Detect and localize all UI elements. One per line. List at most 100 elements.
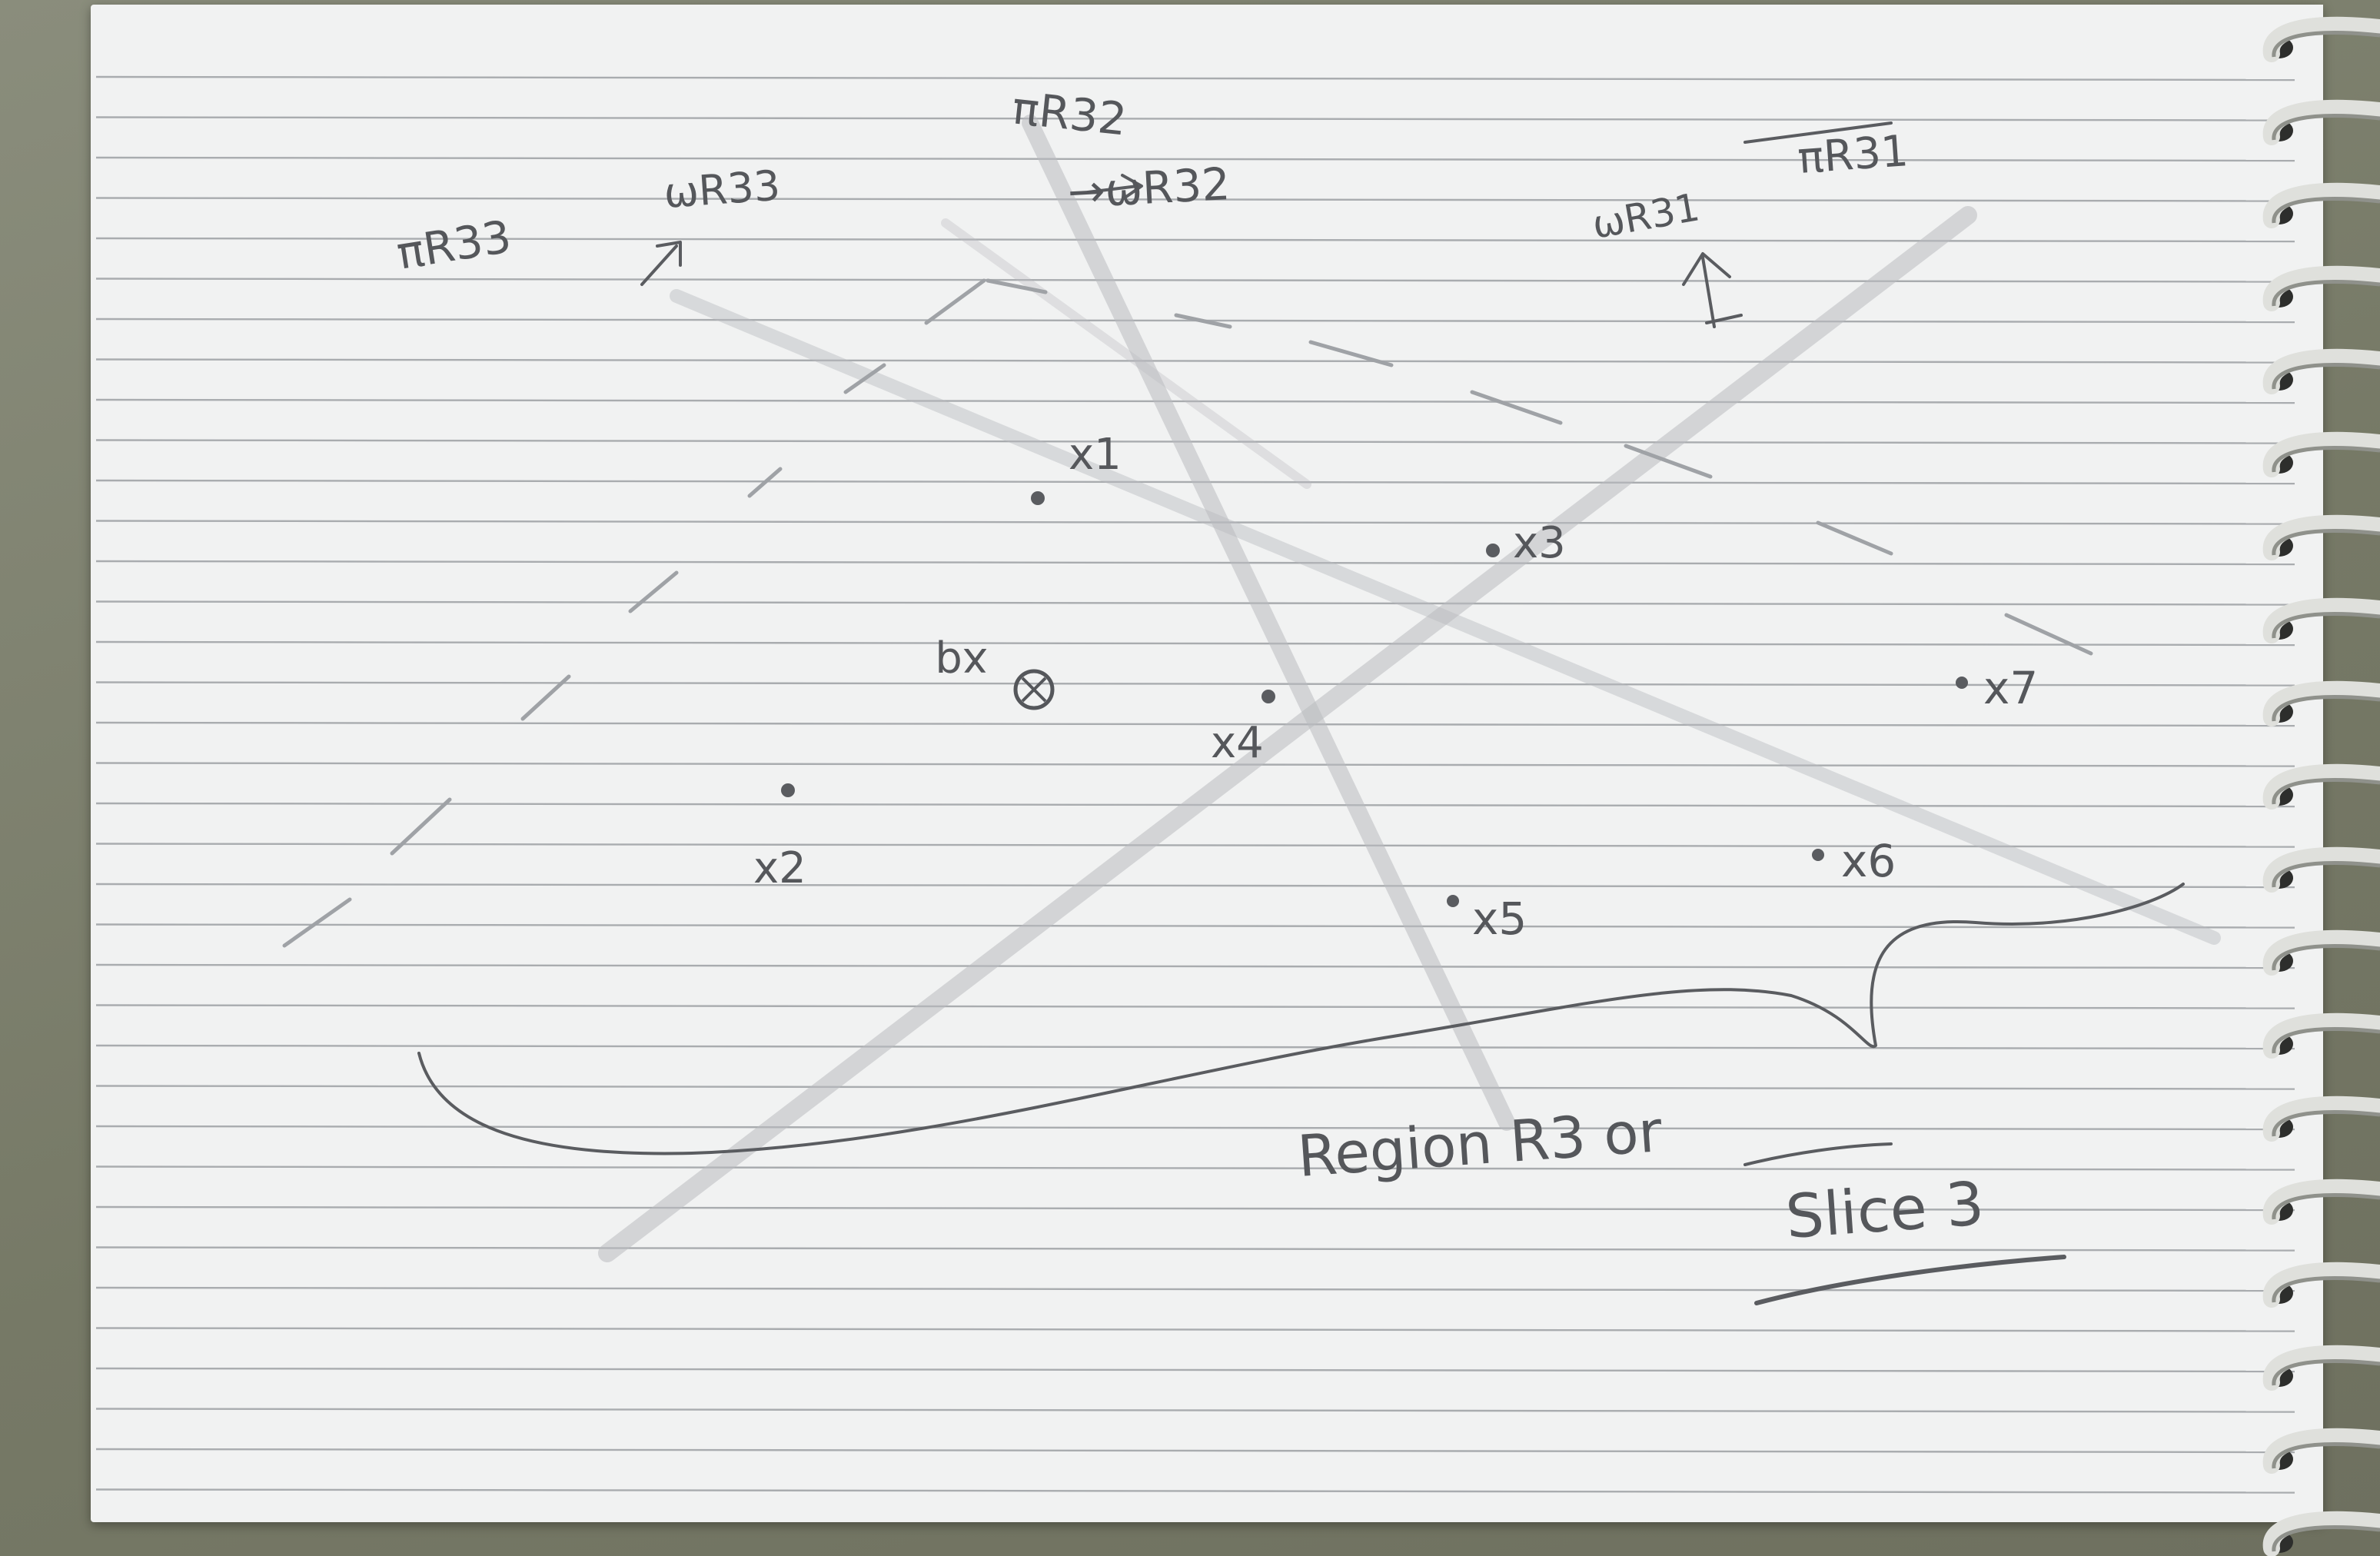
circled-x-icon bbox=[1013, 669, 1055, 710]
dash-segment bbox=[520, 674, 571, 721]
spiral-coil bbox=[2262, 597, 2380, 643]
point-marker-x6 bbox=[1812, 849, 1824, 861]
arrow-icon-wr33 bbox=[640, 241, 682, 286]
ruled-line bbox=[95, 721, 2295, 727]
spiral-coil bbox=[2262, 1179, 2380, 1225]
ruled-line bbox=[95, 156, 2295, 162]
point-label-x3: x3 bbox=[1513, 518, 1566, 568]
point-label-x1: x1 bbox=[1069, 430, 1122, 480]
ruled-line bbox=[95, 681, 2295, 687]
label-w-r33: ωR33 bbox=[663, 161, 782, 218]
spiral-coil bbox=[2262, 1262, 2380, 1308]
point-label-x2: x2 bbox=[753, 843, 806, 893]
ruled-line bbox=[95, 923, 2295, 929]
ruled-line bbox=[95, 1286, 2295, 1292]
spiral-coil bbox=[2262, 1511, 2380, 1556]
pi-r31-overline bbox=[1743, 121, 1893, 144]
ruled-lines bbox=[95, 75, 2295, 1494]
label-w-r32: →ωR32 bbox=[1066, 158, 1232, 218]
dash-segment bbox=[282, 897, 352, 948]
spiral-coil bbox=[2262, 99, 2380, 145]
spiral-coil bbox=[2262, 514, 2380, 560]
ruled-line bbox=[95, 1246, 2295, 1252]
dash-segment bbox=[1470, 390, 1563, 425]
ruled-line bbox=[95, 1367, 2295, 1373]
ruled-line bbox=[95, 520, 2295, 525]
dash-segment bbox=[390, 797, 452, 856]
spiral-coil bbox=[2262, 1428, 2380, 1474]
label-w-r31: ωR31 bbox=[1589, 185, 1703, 247]
point-marker-x7 bbox=[1956, 677, 1968, 689]
ruled-line bbox=[95, 1205, 2295, 1212]
dash-segment bbox=[986, 278, 1048, 294]
region-boundary-curve bbox=[417, 883, 2185, 1155]
spiral-coil bbox=[2262, 182, 2380, 228]
spiral-coil bbox=[2262, 1345, 2380, 1391]
label-pi-r33: πR33 bbox=[394, 210, 515, 279]
ruled-line bbox=[95, 1085, 2295, 1090]
ruled-line bbox=[95, 439, 2295, 444]
spiral-coil bbox=[2262, 680, 2380, 726]
point-marker-x4 bbox=[1261, 690, 1275, 703]
dash-segment bbox=[628, 570, 679, 613]
spiral-coil bbox=[2262, 846, 2380, 893]
graphite-lines bbox=[598, 115, 2221, 1262]
ruled-line bbox=[95, 398, 2295, 404]
dash-segment bbox=[924, 278, 986, 325]
arrow-icon-wr32 bbox=[1086, 174, 1143, 200]
pencil-wedge bbox=[941, 218, 1311, 489]
caption-underline bbox=[1754, 1255, 2066, 1305]
ruled-line bbox=[95, 600, 2295, 606]
ruled-line bbox=[95, 1044, 2295, 1050]
point-marker-x5 bbox=[1447, 895, 1459, 907]
point-label-x6: x6 bbox=[1841, 835, 1896, 887]
ruled-line bbox=[95, 762, 2295, 767]
caption-line-2: Slice 3 bbox=[1783, 1169, 1986, 1252]
ruled-line bbox=[95, 116, 2295, 121]
spiral-coil bbox=[2262, 348, 2380, 394]
hyperplane-r31 bbox=[598, 206, 1977, 1262]
ruled-line bbox=[95, 1408, 2295, 1413]
ruled-line bbox=[95, 843, 2295, 848]
ruled-line bbox=[95, 1125, 2295, 1131]
spiral-coil bbox=[2262, 763, 2380, 810]
dash-segment bbox=[747, 467, 783, 498]
spiral-coil bbox=[2262, 1096, 2380, 1142]
label-pi-r31: πR31 bbox=[1796, 126, 1910, 184]
hyperplane-r32 bbox=[1022, 115, 1515, 1131]
ruled-line bbox=[95, 75, 2295, 81]
ruled-line bbox=[95, 883, 2295, 889]
dash-segment bbox=[2004, 613, 2093, 656]
point-label-x7: x7 bbox=[1983, 662, 2038, 714]
ruled-line bbox=[95, 197, 2295, 202]
ruled-line bbox=[95, 1327, 2295, 1332]
point-label-xq: xq bbox=[935, 638, 988, 688]
caption-line-1: Region R3 or bbox=[1295, 1099, 1664, 1190]
ruled-line bbox=[95, 1004, 2295, 1009]
spiral-coil bbox=[2262, 265, 2380, 311]
ruled-line bbox=[95, 1448, 2295, 1454]
dash-segment bbox=[843, 363, 886, 394]
hyperplane-r33 bbox=[670, 289, 2221, 945]
point-marker-x2 bbox=[781, 783, 795, 797]
dash-segment bbox=[1624, 444, 1713, 479]
dashed-boundary-right bbox=[1174, 313, 2093, 656]
point-label-x4: x4 bbox=[1211, 718, 1264, 768]
spiral-coil bbox=[2262, 1012, 2380, 1059]
spiral-coil bbox=[2262, 16, 2380, 62]
ruled-line bbox=[95, 358, 2295, 364]
ruled-line bbox=[95, 640, 2295, 647]
ruled-line bbox=[95, 963, 2295, 969]
spiral-binding bbox=[2262, 16, 2380, 1556]
ruled-line bbox=[95, 278, 2295, 283]
dash-segment bbox=[1174, 313, 1232, 329]
dash-segment bbox=[1308, 340, 1394, 367]
point-label-x5: x5 bbox=[1472, 893, 1527, 945]
ruled-line bbox=[95, 1488, 2295, 1494]
arrow-icon-wr31 bbox=[1682, 252, 1743, 328]
point-marker-x1 bbox=[1031, 491, 1045, 505]
dashed-boundary-left bbox=[282, 278, 1048, 948]
point-marker-x3 bbox=[1486, 544, 1500, 557]
label-pi-r32: πR32 bbox=[1010, 81, 1129, 145]
